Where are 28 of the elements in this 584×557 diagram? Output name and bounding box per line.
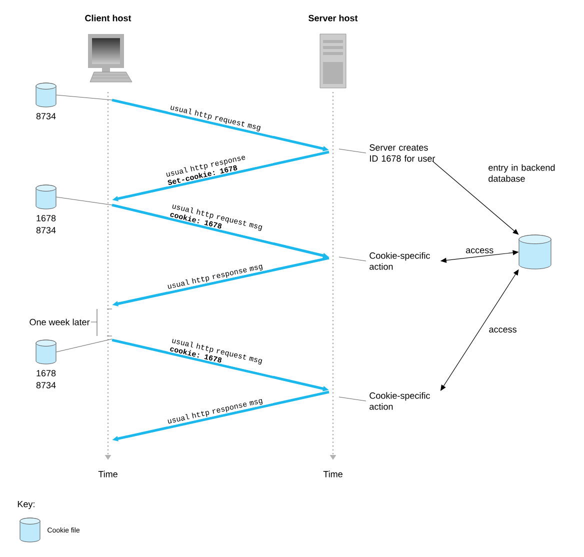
action-text: Cookie-specific action (370, 392, 430, 410)
leader-line (338, 148, 366, 154)
file-label: 8734 (36, 382, 56, 388)
key-label: Key: (18, 500, 34, 510)
leader-line (338, 396, 366, 402)
edge-label: access (466, 248, 494, 254)
leader-line (56, 196, 112, 206)
cookie-file (518, 234, 552, 270)
leader-line (56, 338, 112, 352)
leader-line (56, 94, 112, 100)
time-label: Time (323, 470, 342, 478)
cookie-file (36, 82, 56, 108)
time-label: Time (98, 470, 118, 478)
note-text: One week later (30, 318, 90, 326)
edge-label: entry in backend database (488, 164, 555, 182)
node-label: Server host (308, 14, 358, 22)
file-label: 1678 (36, 215, 56, 222)
leader-line (338, 256, 366, 262)
action-text: Cookie-specific action (370, 252, 430, 270)
file-label: 1678 (36, 370, 56, 376)
cookie-file (36, 340, 56, 364)
action-text: Server creates ID 1678 for user (370, 144, 436, 162)
bracket (90, 308, 112, 336)
node-label: Client host (85, 14, 132, 22)
edge-label: access (489, 328, 516, 333)
cookie-file (36, 184, 56, 210)
file-label: 8734 (36, 227, 56, 234)
file-label: 8734 (36, 113, 56, 120)
